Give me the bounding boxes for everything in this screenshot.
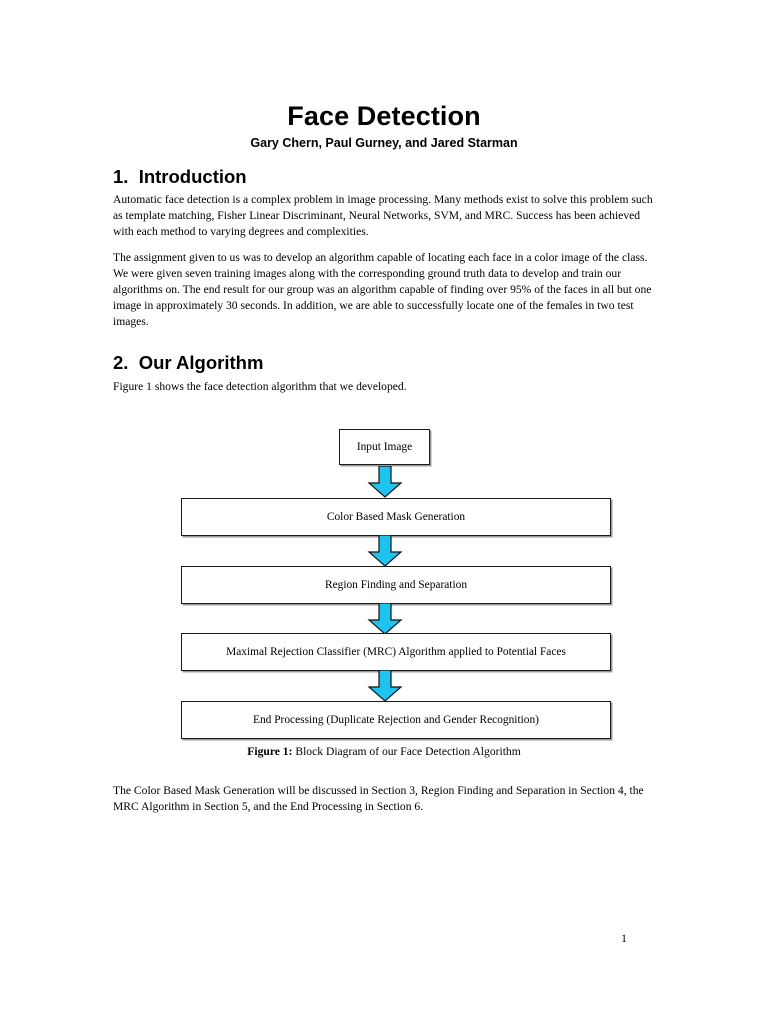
author-list: Gary Chern, Paul Gurney, and Jared Starm… [250,136,518,150]
figure-caption-text: Block Diagram of our Face Detection Algo… [292,745,521,758]
figure-caption-label: Figure 1: [247,745,293,758]
section-heading-introduction: 1. Introduction [113,166,247,187]
flow-box-mrc-algorithm: Maximal Rejection Classifier (MRC) Algor… [181,633,611,671]
flow-arrow-down-3 [367,603,403,635]
flow-box-end-processing: End Processing (Duplicate Rejection and … [181,701,611,739]
flow-box-color-based-mask-generation: Color Based Mask Generation [181,498,611,536]
flow-box-input-image: Input Image [339,429,430,465]
flow-arrow-down-4 [367,670,403,702]
page-number: 1 [621,932,627,945]
flow-box-region-finding-and-separation: Region Finding and Separation [181,566,611,604]
paragraph-section-roadmap: The Color Based Mask Generation will be … [113,784,644,814]
page-title: Face Detection [287,101,481,131]
paragraph-introduction-2: The assignment given to us was to develo… [113,251,652,329]
paragraph-figure-reference: Figure 1 shows the face detection algori… [113,380,407,393]
section-heading-our-algorithm: 2. Our Algorithm [113,352,264,373]
flow-arrow-down-1 [367,466,403,498]
figure-caption: Figure 1: Block Diagram of our Face Dete… [0,745,768,758]
paragraph-introduction-1: Automatic face detection is a complex pr… [113,193,653,239]
flow-arrow-down-2 [367,535,403,567]
